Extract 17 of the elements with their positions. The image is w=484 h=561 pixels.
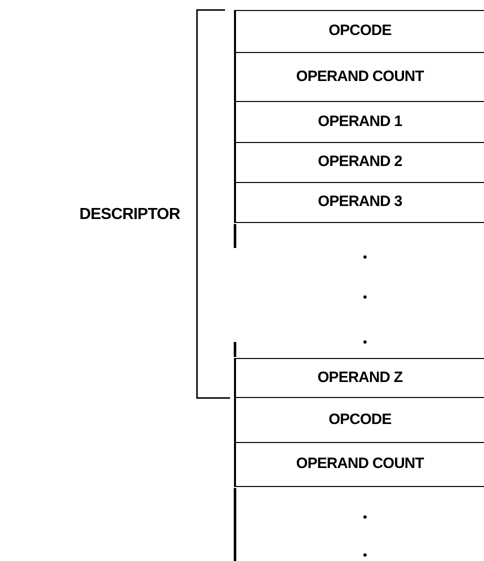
memory-cell [234, 398, 484, 443]
cell-label: OPERAND 2 [318, 152, 402, 172]
cell-label: OPERAND 3 [318, 192, 402, 212]
cell-label: OPERAND COUNT [296, 454, 424, 474]
bracket-label: DESCRIPTOR [79, 205, 180, 225]
memory-cell [234, 143, 484, 183]
memory-cell [234, 102, 484, 143]
cell-label: OPERAND COUNT [296, 66, 424, 87]
cell-label: OPERAND 1 [318, 112, 402, 132]
memory-cell [234, 53, 484, 102]
memory-cell [234, 358, 484, 398]
memory-cell [234, 10, 484, 53]
cell-label: OPCODE [328, 21, 392, 42]
memory-cell [234, 443, 484, 487]
cell-label: OPCODE [328, 410, 392, 430]
cell-label: OPERAND Z [318, 368, 402, 388]
memory-cell [234, 183, 484, 223]
